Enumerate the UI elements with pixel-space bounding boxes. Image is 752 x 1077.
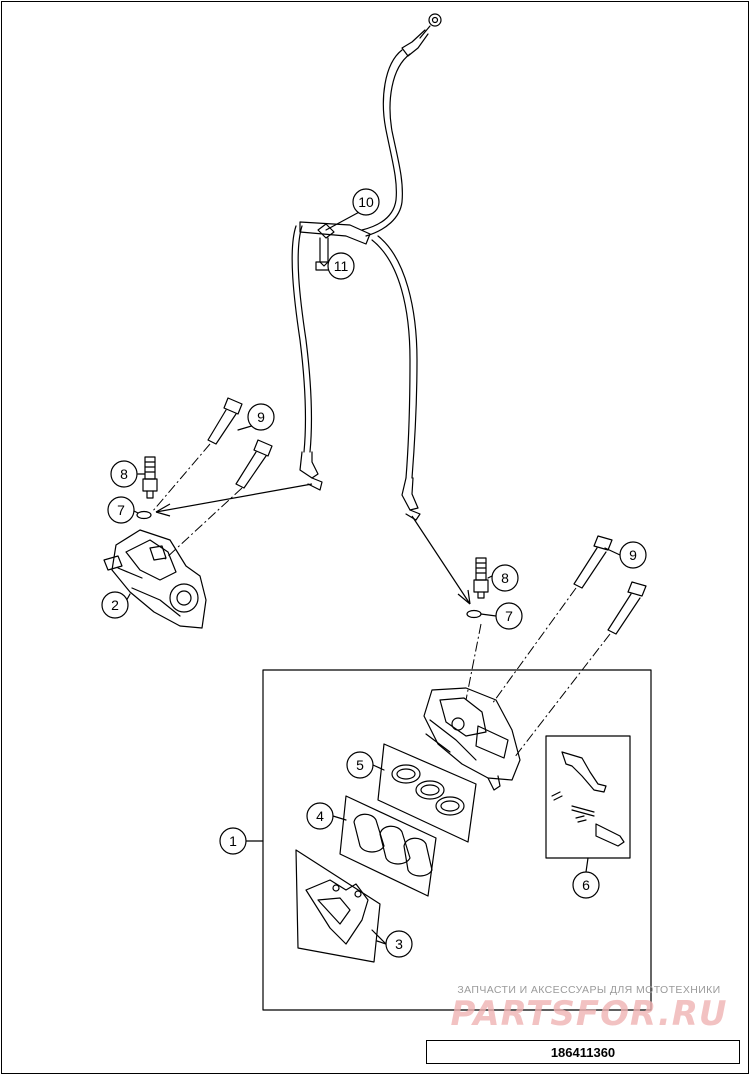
- callout-3[interactable]: 3: [385, 930, 413, 958]
- assembly-arrows: [155, 483, 471, 605]
- svg-text:8: 8: [501, 570, 509, 586]
- right-washer-part: [466, 609, 482, 619]
- svg-text:6: 6: [582, 877, 590, 893]
- svg-text:9: 9: [629, 547, 637, 563]
- svg-text:3: 3: [395, 936, 403, 952]
- svg-text:8: 8: [120, 466, 128, 482]
- callout-1[interactable]: 1: [219, 827, 247, 855]
- callouts: 1 2 3 4 5 6 7 7: [101, 188, 647, 958]
- alignment-lines: [151, 443, 611, 759]
- caliper-hardware-kit-part: [545, 735, 631, 859]
- part-number: 186411360: [550, 1044, 616, 1060]
- left-washer-part: [136, 510, 152, 520]
- svg-text:9: 9: [257, 409, 265, 425]
- svg-text:5: 5: [356, 757, 364, 773]
- svg-text:2: 2: [111, 597, 119, 613]
- pistons-part: [339, 795, 437, 897]
- svg-text:7: 7: [117, 502, 125, 518]
- right-bleeder-valve-part: [473, 557, 489, 599]
- svg-text:4: 4: [316, 808, 324, 824]
- callout-6[interactable]: 6: [572, 871, 600, 899]
- svg-text:10: 10: [358, 194, 374, 210]
- svg-text:11: 11: [334, 258, 349, 274]
- svg-text:1: 1: [229, 833, 237, 849]
- left-caliper-bolts-part: [207, 397, 273, 489]
- caliper-kit-box: [262, 669, 652, 1011]
- piston-seals-part: [377, 743, 477, 843]
- callout-8-right[interactable]: 8: [491, 564, 519, 592]
- callout-10[interactable]: 10: [352, 188, 380, 216]
- callout-5[interactable]: 5: [346, 751, 374, 779]
- right-brake-caliper-part: [423, 687, 521, 791]
- callout-8-left[interactable]: 8: [110, 460, 138, 488]
- left-bleeder-valve-part: [142, 456, 158, 499]
- brake-hose-part: [291, 13, 442, 521]
- callout-4[interactable]: 4: [306, 802, 334, 830]
- callout-11[interactable]: 11: [327, 252, 355, 280]
- brake-pads-part: [295, 849, 381, 963]
- callout-9-right[interactable]: 9: [619, 541, 647, 569]
- svg-text:7: 7: [505, 608, 513, 624]
- callout-9-left[interactable]: 9: [247, 403, 275, 431]
- callout-2[interactable]: 2: [101, 591, 129, 619]
- left-brake-caliper-part: [103, 529, 207, 629]
- callout-7-left[interactable]: 7: [107, 496, 135, 524]
- callout-7-right[interactable]: 7: [495, 602, 523, 630]
- part-number-box: 186411360: [426, 1040, 740, 1064]
